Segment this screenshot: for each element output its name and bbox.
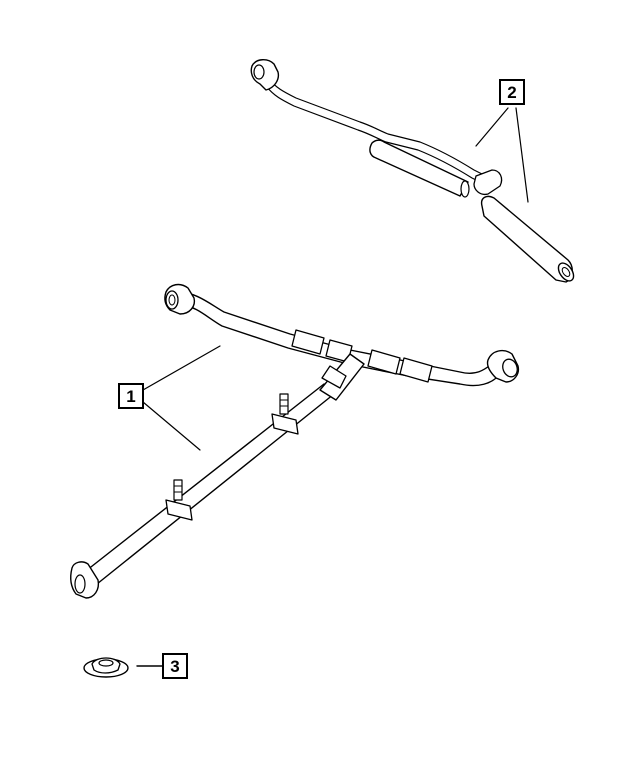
part-3-grommet — [83, 657, 129, 678]
leader-line — [475, 107, 509, 147]
callout-label: 3 — [170, 657, 179, 676]
part-2-tube-assembly — [250, 59, 575, 283]
leader-line — [142, 345, 221, 391]
callout-2: 2 — [475, 79, 529, 203]
callout-3: 3 — [136, 653, 188, 679]
clip — [271, 393, 299, 435]
callout-box — [499, 79, 525, 105]
callout-box — [162, 653, 188, 679]
callout-1: 1 — [118, 345, 221, 451]
callout-label: 2 — [507, 83, 516, 102]
leader-line — [515, 107, 529, 203]
part-1-hose-assembly — [70, 283, 520, 599]
callout-label: 1 — [126, 387, 135, 406]
clip — [165, 479, 193, 521]
leader-line — [142, 401, 201, 451]
callout-box — [118, 383, 144, 409]
